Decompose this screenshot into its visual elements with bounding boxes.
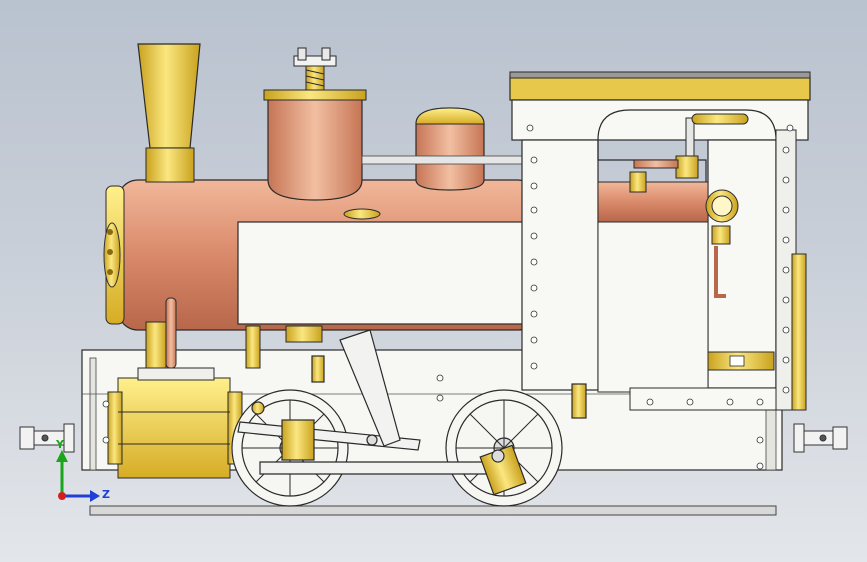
cab	[509, 71, 811, 411]
rail	[89, 505, 777, 516]
valve-gear	[237, 329, 587, 496]
steam-dome	[267, 97, 363, 201]
pressure-gauge	[705, 189, 739, 298]
axis-y-label: Y	[56, 438, 64, 451]
rear-buffer	[793, 423, 848, 453]
regulator-handle	[629, 113, 749, 193]
axis-z-label: Z	[102, 488, 110, 501]
safety-valve	[293, 47, 337, 91]
side-tank	[237, 221, 539, 325]
front-buffer	[19, 423, 75, 453]
rivets	[526, 124, 794, 406]
cylinder-block	[107, 367, 243, 479]
